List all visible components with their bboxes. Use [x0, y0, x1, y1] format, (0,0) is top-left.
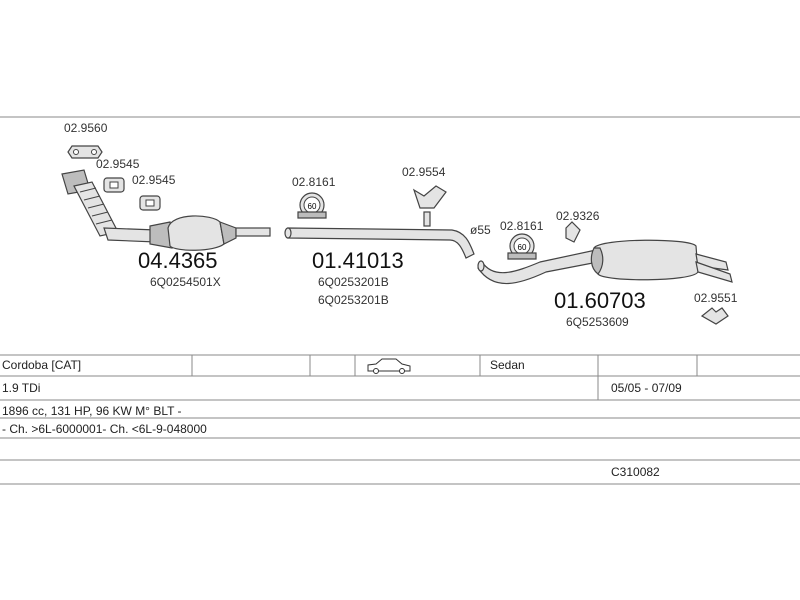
catalyst-part: [61, 169, 271, 251]
mount-code: 02.9545: [132, 173, 176, 187]
hanger-code: 02.9326: [556, 209, 600, 223]
spec-label: 1896 cc, 131 HP, 96 KW M° BLT -: [2, 404, 182, 418]
gasket-part: [67, 145, 103, 159]
hanger-code: 02.9554: [402, 165, 446, 179]
catalyst-oem: 6Q0254501X: [150, 275, 221, 289]
pipe-oem: 6Q0253201B: [318, 293, 389, 307]
pipe-oem: 6Q0253201B: [318, 275, 389, 289]
pipe-code: 01.41013: [312, 248, 404, 273]
ring-code: 02.8161: [292, 175, 336, 189]
muffler-code: 01.60703: [554, 288, 646, 313]
hanger-part: [565, 221, 581, 243]
production-label: 05/05 - 07/09: [611, 381, 682, 395]
mount-part: [139, 195, 161, 211]
intermediate-pipe-part: [284, 227, 475, 259]
catalog-code-label: C310082: [611, 465, 660, 479]
gasket-code: 02.9560: [64, 121, 108, 135]
hanger-part: [412, 185, 447, 227]
mount-part: [103, 177, 125, 193]
tail-clamp-part: [700, 307, 729, 325]
ring-size: 60: [308, 202, 317, 211]
chassis-label: - Ch. >6L-6000001- Ch. <6L-9-048000: [2, 422, 207, 436]
sedan-car-icon: [367, 358, 411, 374]
catalyst-code: 04.4365: [138, 248, 218, 273]
rear-muffler-part: [477, 239, 733, 285]
tail-clamp-code: 02.9551: [694, 291, 738, 305]
ring-size: 60: [518, 243, 527, 252]
muffler-oem: 6Q5253609: [566, 315, 629, 329]
clamp-ring-part: 60: [297, 192, 327, 219]
ring-code: 02.8161: [500, 219, 544, 233]
clamp-ring-part: 60: [507, 233, 537, 260]
body-type-label: Sedan: [490, 358, 525, 372]
diameter-label: ø55: [470, 223, 491, 237]
model-label: Cordoba [CAT]: [2, 358, 82, 372]
engine-label: 1.9 TDi: [2, 381, 41, 395]
mount-code: 02.9545: [96, 157, 140, 171]
